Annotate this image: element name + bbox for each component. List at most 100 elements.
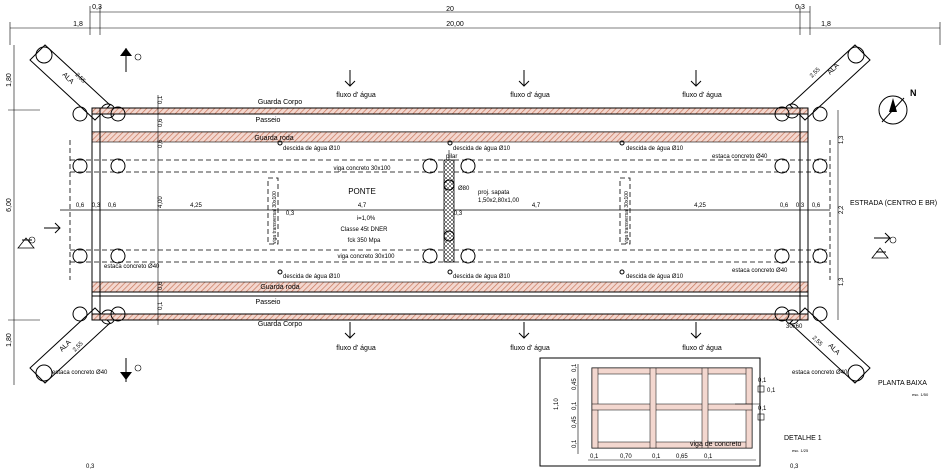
dim-top-right-wing: 1,8 (821, 21, 831, 28)
viga-concreto-detail-label: viga de concreto (690, 441, 741, 448)
svg-text:0,1: 0,1 (158, 95, 164, 104)
central-pier (443, 150, 455, 263)
svg-text:0,1: 0,1 (590, 454, 599, 460)
corner-dim-left: 0,3 (86, 464, 95, 470)
ala-label-tr: ALA (826, 62, 841, 77)
guarda-roda-top-label: Guarda roda (254, 135, 293, 142)
svg-text:0,70: 0,70 (620, 454, 632, 460)
svg-text:estaca concreto Ø40: estaca concreto Ø40 (104, 264, 160, 270)
svg-text:descida de água Ø10: descida de água Ø10 (626, 146, 684, 152)
detalhe-label: DETALHE 1 (784, 435, 822, 442)
svg-text:0,6: 0,6 (158, 118, 164, 127)
svg-text:descida de água Ø10: descida de água Ø10 (453, 146, 511, 152)
svg-text:4,7: 4,7 (532, 203, 541, 209)
planta-scale: esc. 1/50 (912, 392, 929, 397)
guarda-corpo-bottom-rail (91, 313, 809, 321)
svg-text:0,3: 0,3 (92, 203, 101, 209)
svg-text:0,6: 0,6 (108, 203, 117, 209)
center-dimensions: 0,6 0,3 0,6 4,25 0,3 4,7 0,3 4,7 4,25 0,… (76, 203, 821, 217)
viga-bottom-label: viga concreto 30x100 (337, 254, 395, 260)
fck-label: fck 350 Mpa (348, 238, 381, 244)
svg-text:4,00: 4,00 (158, 196, 164, 208)
flow-arrow-bottom-3: fluxo d' água (682, 322, 722, 352)
svg-text:fluxo d' água: fluxo d' água (682, 345, 722, 352)
road-arrows (44, 222, 891, 244)
svg-text:estaca concreto Ø40: estaca concreto Ø40 (732, 268, 788, 274)
passeio-bottom-label: Passeio (256, 299, 281, 306)
flow-arrow-bottom-1: fluxo d' água (336, 322, 376, 352)
svg-text:estaca concreto Ø40: estaca concreto Ø40 (712, 154, 768, 160)
north-arrow-icon: N (878, 88, 917, 125)
flow-arrow-top-3: fluxo d' água (682, 70, 722, 99)
svg-text:0,1: 0,1 (767, 388, 776, 394)
svg-text:fluxo d' água: fluxo d' água (510, 92, 550, 99)
descida-labels: descida de água Ø10 descida de água Ø10 … (283, 146, 684, 280)
dim-top-right-small: 0,3 (795, 4, 805, 11)
pilar-label: pilar (446, 154, 457, 160)
flow-arrow-top-2: fluxo d' água (510, 70, 550, 99)
svg-text:0,1: 0,1 (704, 454, 713, 460)
guarda-corpo-bottom-label: Guarda Corpo (258, 321, 302, 328)
dim-30x60: 30x60 (786, 324, 803, 330)
svg-text:0,6: 0,6 (812, 203, 821, 209)
svg-text:1,3: 1,3 (839, 277, 845, 286)
svg-text:0,6: 0,6 (76, 203, 85, 209)
ala-len-tl: 2,55 (74, 72, 87, 85)
guarda-roda-bottom (91, 281, 809, 293)
svg-text:0,3: 0,3 (796, 203, 805, 209)
svg-text:0,6: 0,6 (158, 281, 164, 290)
svg-text:0,3: 0,3 (286, 211, 295, 217)
trans-label-1: viga transversal 30x100 (272, 191, 278, 244)
dim-left-bottom: 1,80 (6, 333, 13, 347)
svg-text:4,25: 4,25 (694, 203, 706, 209)
flow-arrow-bottom-2: fluxo d' água (510, 322, 550, 352)
sapata-label-1: proj. sapata (478, 190, 510, 196)
svg-text:4,7: 4,7 (358, 203, 367, 209)
svg-text:0,1: 0,1 (572, 363, 578, 372)
left-vertical-dims: 0,1 0,6 0,6 4,00 0,6 0,1 (157, 95, 164, 325)
right-vertical-dims: 1,3 2,2 1,3 (837, 110, 845, 320)
detail-1: 0,1 0,45 0,1 0,45 0,1 1,10 0,1 0,70 0,1 … (539, 357, 822, 467)
svg-text:0,1: 0,1 (572, 401, 578, 410)
svg-text:descida de água Ø10: descida de água Ø10 (283, 274, 341, 280)
svg-text:0,1: 0,1 (758, 378, 767, 384)
pilar-dim-label: Ø80 (458, 186, 470, 192)
ponte-label: PONTE (348, 187, 376, 196)
sapata-label-2: 1,50x2,80x1,00 (478, 198, 520, 204)
svg-text:0,3: 0,3 (454, 211, 463, 217)
guarda-corpo-top-label: Guarda Corpo (258, 99, 302, 106)
ala-label-bl: ALA (58, 339, 73, 354)
svg-text:fluxo d' água: fluxo d' água (336, 92, 376, 99)
passeio-bottom (91, 295, 809, 315)
guarda-corpo-top-rail (91, 107, 809, 115)
piles (72, 106, 828, 322)
svg-text:0,1: 0,1 (758, 406, 767, 412)
svg-text:descida de água Ø10: descida de água Ø10 (453, 274, 511, 280)
dim-top-total: 20 (446, 6, 454, 13)
north-label: N (910, 88, 917, 98)
svg-text:1,10: 1,10 (554, 398, 560, 410)
corner-dim-right: 0,3 (790, 464, 799, 470)
svg-text:0,45: 0,45 (572, 378, 578, 390)
trans-label-3: viga transversal 30x100 (624, 191, 630, 244)
svg-text:fluxo d' água: fluxo d' água (682, 92, 722, 99)
svg-text:fluxo d' água: fluxo d' água (510, 345, 550, 352)
inclinacao-label: i=1,0% (357, 216, 376, 222)
ala-len-br: 2,55 (811, 335, 824, 348)
svg-text:descida de água Ø10: descida de água Ø10 (626, 274, 684, 280)
guarda-roda-bottom-label: Guarda roda (260, 284, 299, 291)
deck-labels: Guarda Corpo Passeio Guarda roda Passeio… (254, 99, 937, 330)
svg-text:0,65: 0,65 (676, 454, 688, 460)
svg-text:0,6: 0,6 (780, 203, 789, 209)
svg-text:0,1: 0,1 (572, 439, 578, 448)
svg-text:0,45: 0,45 (572, 416, 578, 428)
svg-text:descida de água Ø10: descida de água Ø10 (283, 146, 341, 152)
flow-arrow-top-1: fluxo d' água (336, 70, 376, 99)
svg-text:fluxo d' água: fluxo d' água (336, 345, 376, 352)
svg-text:2,2: 2,2 (839, 205, 845, 214)
passeio-top (91, 113, 809, 133)
flow-arrows: fluxo d' água fluxo d' água fluxo d' águ… (336, 70, 722, 352)
svg-text:4,25: 4,25 (190, 203, 202, 209)
planta-label: PLANTA BAIXA (878, 380, 927, 387)
